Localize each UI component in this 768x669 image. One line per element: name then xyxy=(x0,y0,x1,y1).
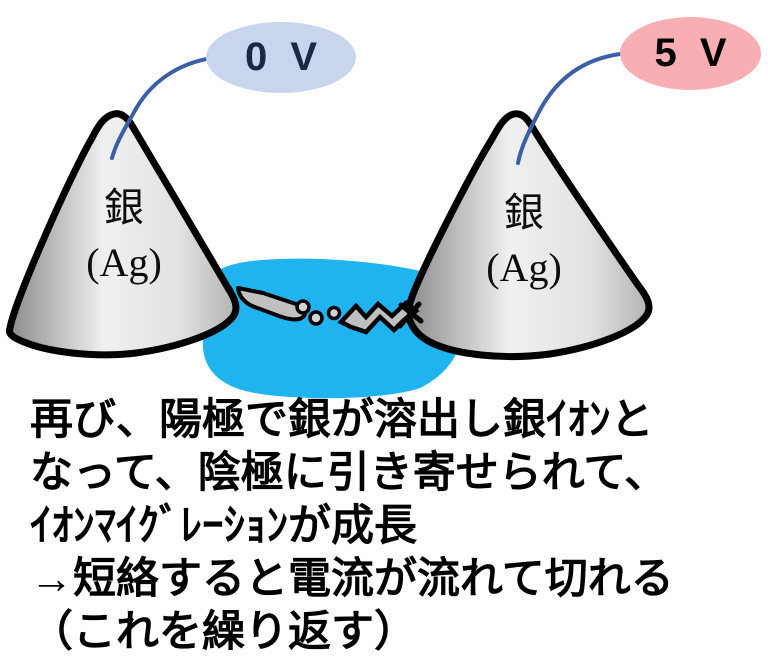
silver-ions xyxy=(295,299,342,326)
caption-line: →短絡すると電流が流れて切れる xyxy=(30,555,674,603)
silver-ion xyxy=(308,310,324,326)
electrode-label-left: 銀 (Ag) xyxy=(34,180,214,290)
electrode-material-right: 銀 xyxy=(504,190,544,235)
right-electrode-cone xyxy=(405,110,653,360)
silver-ion xyxy=(326,305,342,321)
electrode-label-right: 銀 (Ag) xyxy=(434,185,614,295)
electrode-material-left: 銀 xyxy=(104,185,144,230)
voltage-label-right: 5 V xyxy=(620,17,761,90)
electrode-symbol-right: (Ag) xyxy=(486,245,562,290)
right-wire xyxy=(516,52,622,165)
caption-line: ｲｵﾝﾏｲｸﾞﾚｰｼｮﾝが成長 xyxy=(30,502,417,550)
junction-crack xyxy=(397,301,424,329)
electrode-symbol-left: (Ag) xyxy=(86,240,162,285)
left-electrode-cone xyxy=(5,110,240,359)
caption-line: なって、陰極に引き寄せられて、 xyxy=(30,449,668,497)
voltage-value-right: 5 V xyxy=(654,31,733,75)
voltage-label-left: 0 V xyxy=(206,22,356,93)
voltage-value-left: 0 V xyxy=(244,35,324,79)
caption-line: （これを繰り返す） xyxy=(30,608,417,656)
caption-line: 再び、陽極で銀が溶出し銀ｲｵﾝと xyxy=(30,396,654,444)
caption-block: 再び、陽極で銀が溶出し銀ｲｵﾝと なって、陰極に引き寄せられて、 ｲｵﾝﾏｲｸﾞ… xyxy=(30,394,760,659)
left-wire xyxy=(110,55,224,160)
silver-ion xyxy=(295,299,311,315)
